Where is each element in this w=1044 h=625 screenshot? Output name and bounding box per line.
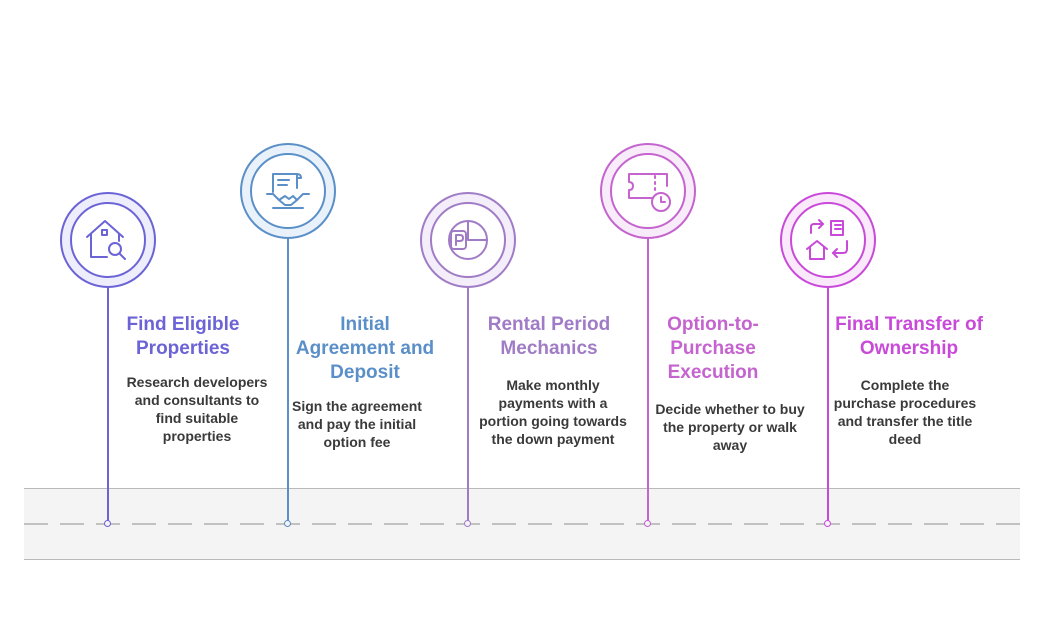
- road-center-dash: [24, 523, 1020, 525]
- house-search-icon: [86, 220, 126, 260]
- step-1-badge: [60, 192, 156, 288]
- step-2-badge: [240, 143, 336, 239]
- parking-pie-chart-icon: [448, 220, 488, 260]
- step-2-title: Initial Agreement and Deposit: [295, 314, 435, 383]
- step-4-title: Option-to-Purchase Execution: [667, 314, 759, 383]
- step-5-badge: [780, 192, 876, 288]
- step-3-description: Make monthly payments with a portion goi…: [479, 377, 627, 447]
- contract-handshake-icon: [266, 173, 310, 209]
- step-2-description: Sign the agreement and pay the initial o…: [292, 398, 422, 450]
- step-4-description: Decide whether to buy the property or wa…: [655, 401, 805, 453]
- timeline-road: [24, 488, 1020, 560]
- step-4-stem: [647, 238, 649, 524]
- step-5-title: Final Transfer of Ownership: [835, 314, 983, 359]
- step-3-title: Rental Period Mechanics: [487, 314, 611, 359]
- step-5-description: Complete the purchase procedures and tra…: [833, 377, 977, 447]
- step-4-badge: [600, 143, 696, 239]
- step-1-title: Find Eligible Properties: [126, 314, 240, 359]
- step-2-stem: [287, 238, 289, 524]
- home-transfer-icon: [806, 219, 848, 260]
- step-1-description: Research developers and consultants to f…: [126, 374, 268, 444]
- ticket-clock-icon: [628, 173, 671, 212]
- step-3-badge: [420, 192, 516, 288]
